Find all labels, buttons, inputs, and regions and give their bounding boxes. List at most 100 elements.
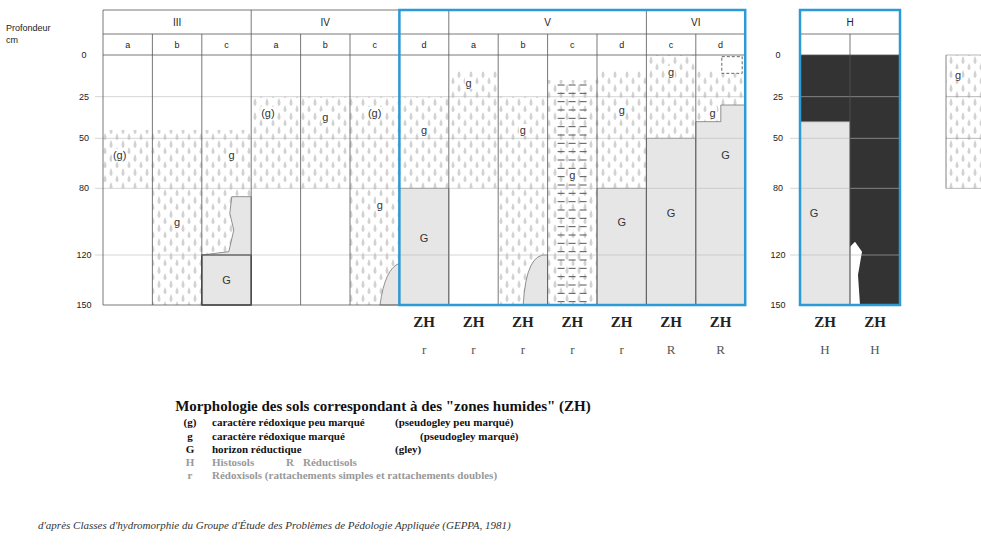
dash-pattern: [558, 201, 590, 202]
legend-key: (pseudogley peu marqué): [395, 416, 513, 428]
soil-class-code: H: [820, 342, 829, 358]
column-line: [152, 34, 153, 305]
axis-label: 120: [770, 250, 785, 260]
axis-label: c: [570, 40, 575, 50]
soil-class-code: r: [570, 342, 574, 358]
class-header: H: [846, 17, 853, 28]
dash-pattern: [558, 293, 590, 294]
gley-area: [646, 138, 695, 305]
dash-pattern: [558, 268, 590, 269]
pseudogley-area: [946, 55, 981, 188]
legend-text: Histosols: [212, 456, 254, 468]
depth-line: [790, 188, 900, 189]
table-line: [103, 55, 745, 56]
pseudogley-area: [597, 72, 646, 189]
horizon-symbol: (g): [112, 149, 127, 161]
horizon-symbol: g: [708, 107, 716, 119]
gley-area: [380, 263, 399, 305]
pseudogley-area: [251, 97, 300, 189]
depth-line: [95, 255, 745, 256]
soil-class-code: R: [716, 342, 725, 358]
source-caption: d'après Classes d'hydromorphie du Groupe…: [38, 519, 511, 531]
histic-horizon: [800, 55, 850, 122]
legend-key: (g): [184, 416, 197, 428]
dash-pattern: [558, 101, 590, 102]
zone-code: ZH: [710, 314, 732, 331]
depth-line: [790, 96, 900, 97]
dash-pattern: [558, 93, 590, 94]
column-line: [946, 55, 947, 188]
dash-pattern: [558, 110, 590, 111]
legend-text: caractère rédoxique peu marqué: [212, 416, 365, 428]
axis-label: 150: [770, 300, 785, 310]
column-line: [300, 34, 301, 305]
column-line: [850, 34, 851, 305]
column-line: [498, 34, 499, 305]
axis-label: 25: [79, 92, 89, 102]
dash-pattern: [558, 193, 590, 194]
class-header: IV: [321, 17, 330, 28]
horizon-symbol: (g): [367, 107, 382, 119]
dash-pattern: [558, 285, 590, 286]
soil-class-code: r: [422, 342, 426, 358]
axis-label: b: [323, 40, 328, 50]
axis-label: 0: [81, 50, 86, 60]
horizon-symbol: g: [321, 111, 329, 123]
horizon-symbol: g: [227, 149, 235, 161]
dash-pattern: [558, 276, 590, 277]
legend-key: R: [286, 456, 294, 468]
dash-pattern: [558, 251, 590, 252]
legend-text: Réductisols: [303, 456, 357, 468]
horizon-symbol: G: [420, 232, 429, 244]
dash-pattern: [558, 85, 590, 86]
axis-label: b: [520, 40, 525, 50]
axis-label: Profondeur: [6, 23, 51, 33]
pseudogley-area: [350, 97, 399, 305]
pseudogley-area: [399, 97, 448, 189]
column-line: [201, 34, 202, 305]
horizon-symbol: G: [721, 149, 730, 161]
axis-label: 80: [79, 183, 89, 193]
dash-pattern: [558, 218, 590, 219]
class-header: VI: [691, 17, 700, 28]
pseudogley-area: [152, 130, 201, 305]
zone-code: ZH: [660, 314, 682, 331]
axis-label: a: [471, 40, 476, 50]
axis-label: d: [422, 40, 427, 50]
column-line: [103, 10, 104, 305]
figure-title: Morphologie des sols correspondant à des…: [175, 398, 591, 415]
dash-pattern: [558, 226, 590, 227]
axis-label: c: [669, 40, 674, 50]
axis-label: cm: [6, 35, 18, 45]
axis-label: d: [718, 40, 723, 50]
legend-key: (pseudogley marqué): [420, 430, 519, 442]
soil-class-code: H: [870, 342, 879, 358]
soil-class-code: r: [471, 342, 475, 358]
horizon-symbol: (g): [260, 107, 275, 119]
table-line: [103, 34, 745, 35]
depth-line: [946, 188, 981, 189]
dash-pattern: [558, 143, 590, 144]
depth-line: [95, 96, 745, 97]
pseudogley-area: [449, 72, 498, 189]
class-header: V: [544, 17, 551, 28]
axis-label: 50: [773, 133, 783, 143]
highlight-frame: [399, 10, 745, 305]
dash-pattern: [558, 151, 590, 152]
axis-label: 150: [76, 300, 91, 310]
legend-text: Rédoxisols (rattachements simples et rat…: [212, 469, 497, 481]
gley-area: [597, 188, 646, 305]
depth-line: [946, 55, 981, 56]
pseudogley-area: [301, 97, 350, 189]
depth-line: [946, 96, 981, 97]
gley-area: [523, 255, 547, 305]
depth-line: [95, 138, 745, 139]
legend-text: horizon réductique: [212, 443, 302, 455]
column-line: [251, 10, 252, 305]
horizon-symbol: G: [810, 207, 819, 219]
histic-horizon: [850, 55, 900, 305]
highlight-frame: [800, 10, 900, 305]
dash-pattern: [558, 210, 590, 211]
pseudogley-area: [548, 80, 597, 305]
dash-pattern: [558, 260, 590, 261]
